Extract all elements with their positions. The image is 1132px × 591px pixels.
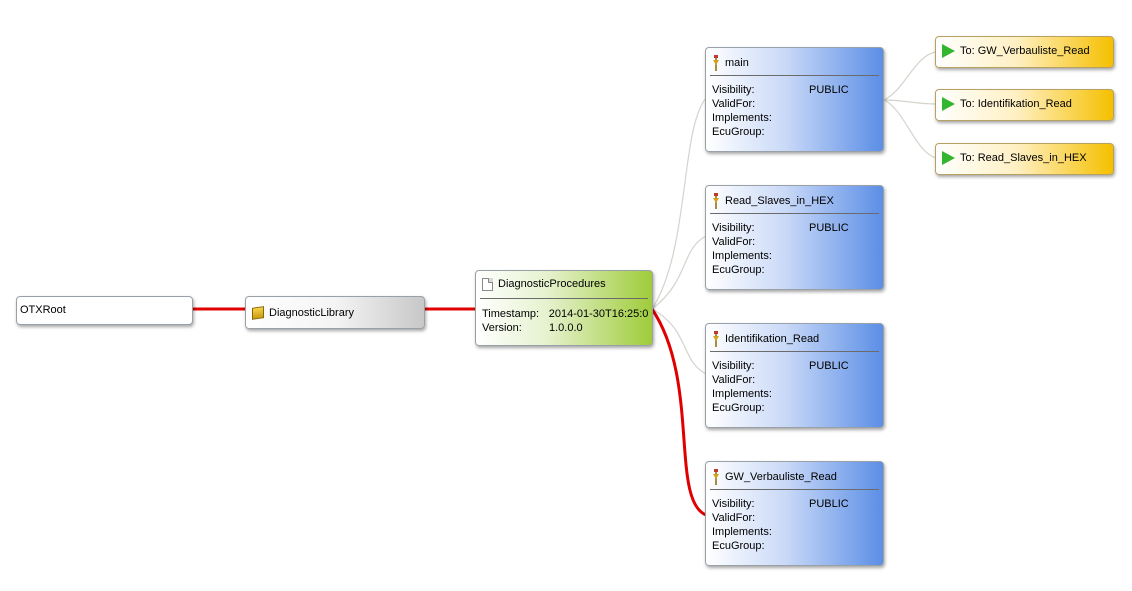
node-procedure-main[interactable]: main Visibility: PUBLIC ValidFor: Impleme… xyxy=(705,47,884,152)
node-procedure-identifikation-read[interactable]: Identifikation_Read Visibility: PUBLIC Va… xyxy=(705,323,884,428)
edge-procedures-read-slaves xyxy=(651,235,707,310)
validfor-label: ValidFor: xyxy=(712,98,756,110)
edge-main-call-1 xyxy=(883,51,937,101)
visibility-label: Visibility: xyxy=(712,222,755,234)
ecugroup-label: EcuGroup: xyxy=(712,540,765,552)
node-diagnostic-procedures-label: DiagnosticProcedures xyxy=(498,278,606,290)
header-separator xyxy=(710,213,879,214)
node-call-gw-verbauliste-read[interactable]: To: GW_Verbauliste_Read xyxy=(935,36,1114,68)
header-separator xyxy=(480,298,648,299)
visibility-label: Visibility: xyxy=(712,360,755,372)
document-icon xyxy=(482,277,493,291)
node-call-read-slaves-in-hex[interactable]: To: Read_Slaves_in_HEX xyxy=(935,143,1114,175)
call-label: To: Read_Slaves_in_HEX xyxy=(960,152,1087,164)
ecugroup-label: EcuGroup: xyxy=(712,264,765,276)
version-label: Version: xyxy=(482,322,522,334)
header-separator xyxy=(710,75,879,76)
edge-main-call-2 xyxy=(883,99,937,105)
header-separator xyxy=(710,351,879,352)
implements-label: Implements: xyxy=(712,250,772,262)
validfor-label: ValidFor: xyxy=(712,374,756,386)
node-diagnostic-library-label: DiagnosticLibrary xyxy=(269,307,354,319)
node-otxroot-label: OTXRoot xyxy=(20,304,66,316)
library-icon xyxy=(252,306,264,320)
node-procedure-read-slaves-in-hex[interactable]: Read_Slaves_in_HEX Visibility: PUBLIC Val… xyxy=(705,185,884,290)
timestamp-label: Timestamp: xyxy=(482,308,540,320)
play-icon xyxy=(942,44,955,58)
implements-label: Implements: xyxy=(712,526,772,538)
procedure-icon xyxy=(713,193,719,209)
ecugroup-label: EcuGroup: xyxy=(712,126,765,138)
ecugroup-label: EcuGroup: xyxy=(712,402,765,414)
call-label: To: GW_Verbauliste_Read xyxy=(960,45,1090,57)
visibility-value: PUBLIC xyxy=(809,84,849,96)
visibility-label: Visibility: xyxy=(712,498,755,510)
node-procedure-gw-verbauliste-read[interactable]: GW_Verbauliste_Read Visibility: PUBLIC Va… xyxy=(705,461,884,566)
visibility-label: Visibility: xyxy=(712,84,755,96)
visibility-value: PUBLIC xyxy=(809,498,849,510)
node-diagnostic-procedures[interactable]: DiagnosticProcedures Timestamp: 2014-01-3… xyxy=(475,270,653,346)
procedure-name: Identifikation_Read xyxy=(725,333,820,345)
procedure-icon xyxy=(713,331,719,347)
procedure-name: GW_Verbauliste_Read xyxy=(725,471,837,483)
node-call-identifikation-read[interactable]: To: Identifikation_Read xyxy=(935,89,1114,121)
header-separator xyxy=(710,489,879,490)
call-label: To: Identifikation_Read xyxy=(960,98,1072,110)
implements-label: Implements: xyxy=(712,388,772,400)
validfor-label: ValidFor: xyxy=(712,512,756,524)
timestamp-value: 2014-01-30T16:25:0 xyxy=(548,308,648,320)
procedure-icon xyxy=(713,469,719,485)
edge-procedures-identifikation xyxy=(651,308,707,375)
play-icon xyxy=(942,97,955,111)
procedure-name: Read_Slaves_in_HEX xyxy=(725,195,834,207)
visibility-value: PUBLIC xyxy=(809,360,849,372)
implements-label: Implements: xyxy=(712,112,772,124)
node-diagnostic-library[interactable]: DiagnosticLibrary xyxy=(245,296,425,329)
node-otxroot[interactable]: OTXRoot xyxy=(16,296,193,325)
validfor-label: ValidFor: xyxy=(712,236,756,248)
edge-main-call-3 xyxy=(883,99,937,159)
visibility-value: PUBLIC xyxy=(809,222,849,234)
version-value: 1.0.0.0 xyxy=(549,322,583,334)
play-icon xyxy=(942,151,955,165)
edge-procedures-main xyxy=(651,97,707,310)
procedure-name: main xyxy=(725,57,749,69)
procedure-icon xyxy=(713,55,719,71)
edge-procedures-gw-verbauliste xyxy=(650,308,707,517)
